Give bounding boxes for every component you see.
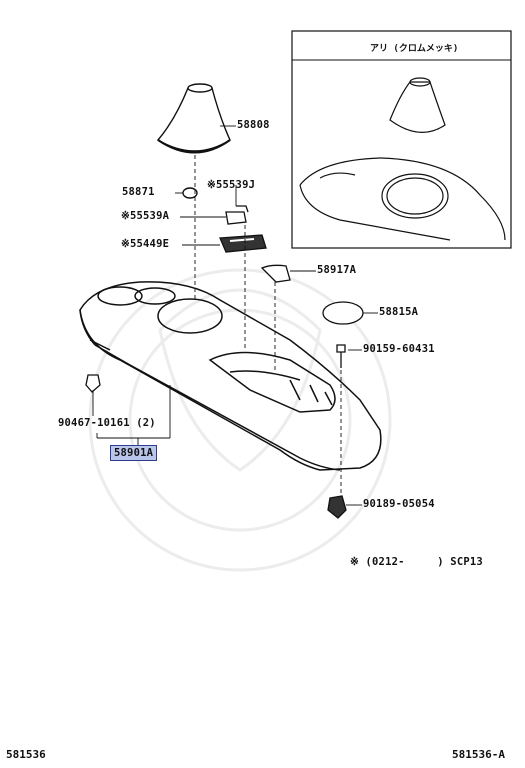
part-58917a-label[interactable]: 58917A: [317, 264, 357, 276]
shift-boot-drawing: [156, 83, 231, 154]
part-90159-60431-label[interactable]: 90159-60431: [363, 343, 435, 355]
part-58808-label[interactable]: 58808: [237, 119, 270, 131]
inset-title: アリ (クロムメッキ): [370, 44, 459, 54]
part-55449e-label[interactable]: ※55449E: [121, 238, 170, 250]
part-90467-10161-label[interactable]: 90467-10161 (2): [58, 417, 156, 429]
part-55539j-label[interactable]: ※55539J: [207, 179, 256, 191]
clip-drawings: [219, 205, 364, 325]
applicability-note: ※ (0212- ) SCP13: [350, 556, 483, 568]
part-58815a-label[interactable]: 58815A: [379, 306, 419, 318]
diagram-id-right: 581536-A: [452, 748, 505, 761]
left-clip-drawing: [85, 374, 101, 393]
screw-drawing: [336, 344, 346, 368]
part-58871-label[interactable]: 58871: [122, 186, 155, 198]
leader-lines: [92, 125, 378, 506]
bottom-clip-drawing: [327, 495, 347, 519]
part-55539a-label[interactable]: ※55539A: [121, 210, 170, 222]
console-drawing: [79, 281, 382, 471]
diagram-id-left: 581536: [6, 748, 46, 761]
part-58901a-label[interactable]: 58901A: [110, 445, 158, 461]
assembly-lines: [194, 155, 342, 496]
watermark: [88, 268, 392, 572]
part-90189-05054-label[interactable]: 90189-05054: [363, 498, 435, 510]
inset-frame: [291, 30, 512, 249]
inset-console-drawing: [299, 77, 506, 241]
